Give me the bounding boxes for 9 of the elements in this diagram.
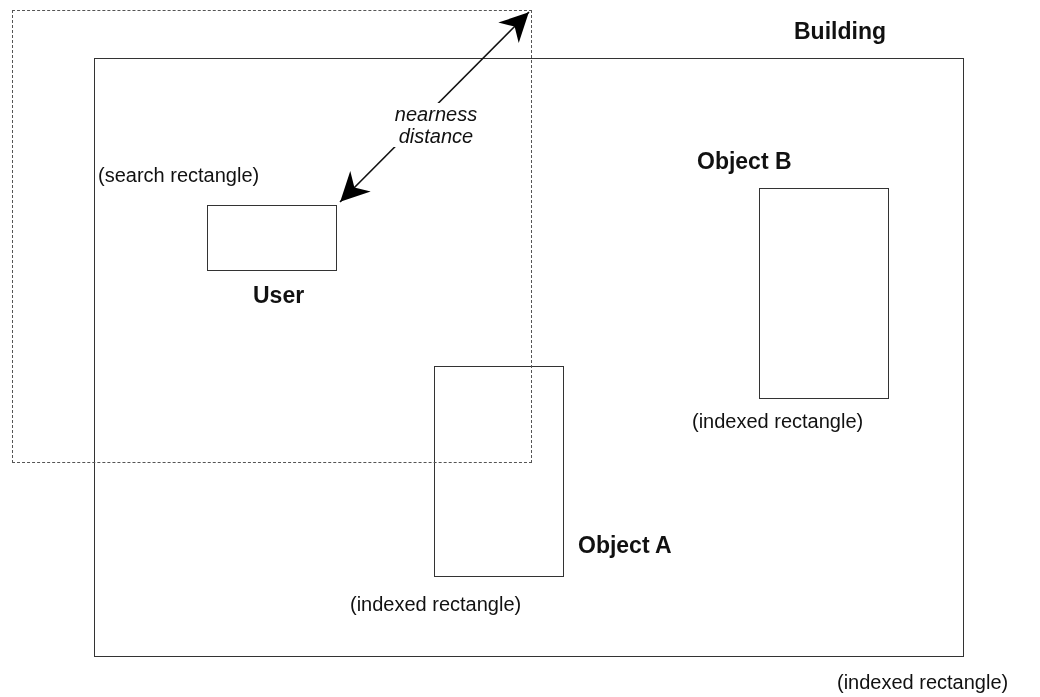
rectangle-caption: (search rectangle) <box>98 164 260 186</box>
rectangle-caption: (indexed rectangle) <box>837 671 1009 693</box>
rectangle-outline <box>207 205 337 271</box>
rectangle-caption: (indexed rectangle) <box>692 410 864 432</box>
rectangle-caption: (indexed rectangle) <box>350 593 522 615</box>
object-name: Object B <box>697 149 792 175</box>
object-name: Building <box>794 19 886 45</box>
object-name: User <box>253 283 305 309</box>
object-name: Object A <box>578 533 672 559</box>
